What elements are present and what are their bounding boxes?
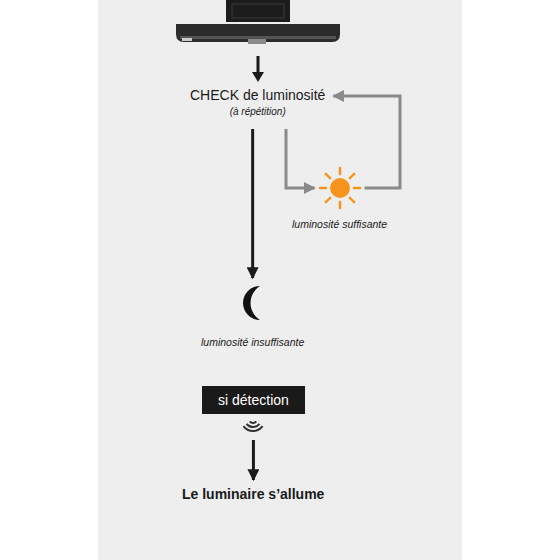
state-label: luminosité suffisante bbox=[292, 218, 387, 230]
result-step: Le luminaire s’allume bbox=[182, 486, 324, 502]
step-note: (à répétition) bbox=[230, 106, 286, 117]
state-label: luminosité insuffisante bbox=[201, 336, 304, 348]
wave-arc bbox=[244, 426, 263, 431]
wave-arc bbox=[247, 424, 260, 427]
sun-ray bbox=[349, 198, 353, 202]
background-panel bbox=[98, 0, 462, 560]
sun-ray bbox=[325, 198, 329, 202]
luminaire-sensor bbox=[248, 39, 266, 44]
sun-disc bbox=[330, 178, 350, 198]
moon-state: luminosité insuffisante bbox=[201, 284, 304, 348]
sun-ray bbox=[338, 168, 341, 174]
sun-ray bbox=[338, 202, 341, 208]
check-step: CHECK de luminosité (à répétition) bbox=[190, 87, 325, 117]
sun-ray bbox=[349, 174, 353, 178]
sun-ray bbox=[325, 174, 329, 178]
wave-arc bbox=[250, 421, 256, 423]
flow-arrow bbox=[251, 129, 254, 278]
luminaire-lens bbox=[180, 36, 336, 39]
step-title: CHECK de luminosité bbox=[190, 87, 325, 103]
flow-arrow bbox=[286, 129, 315, 188]
luminaire-arrow bbox=[252, 56, 264, 82]
luminaire-illustration bbox=[176, 0, 340, 44]
luminaire-base-detail bbox=[232, 4, 284, 18]
result-label: Le luminaire s’allume bbox=[182, 486, 324, 502]
flow-arrow bbox=[252, 440, 255, 480]
detection-waves bbox=[238, 419, 268, 437]
arrow-head bbox=[252, 72, 264, 82]
sun-state: luminosité suffisante bbox=[292, 166, 387, 230]
sun-ray bbox=[354, 187, 360, 190]
sun-icon bbox=[318, 166, 362, 210]
arrow-shaft bbox=[257, 56, 260, 74]
flow-arrow bbox=[333, 96, 400, 188]
luminaire-base bbox=[226, 0, 290, 22]
condition-label: si détection bbox=[202, 386, 305, 414]
luminaire-highlight bbox=[182, 38, 192, 41]
detection-box: si détection bbox=[202, 386, 305, 437]
sun-ray bbox=[320, 187, 326, 190]
moon-crescent bbox=[243, 286, 260, 320]
moon-icon bbox=[238, 284, 268, 322]
